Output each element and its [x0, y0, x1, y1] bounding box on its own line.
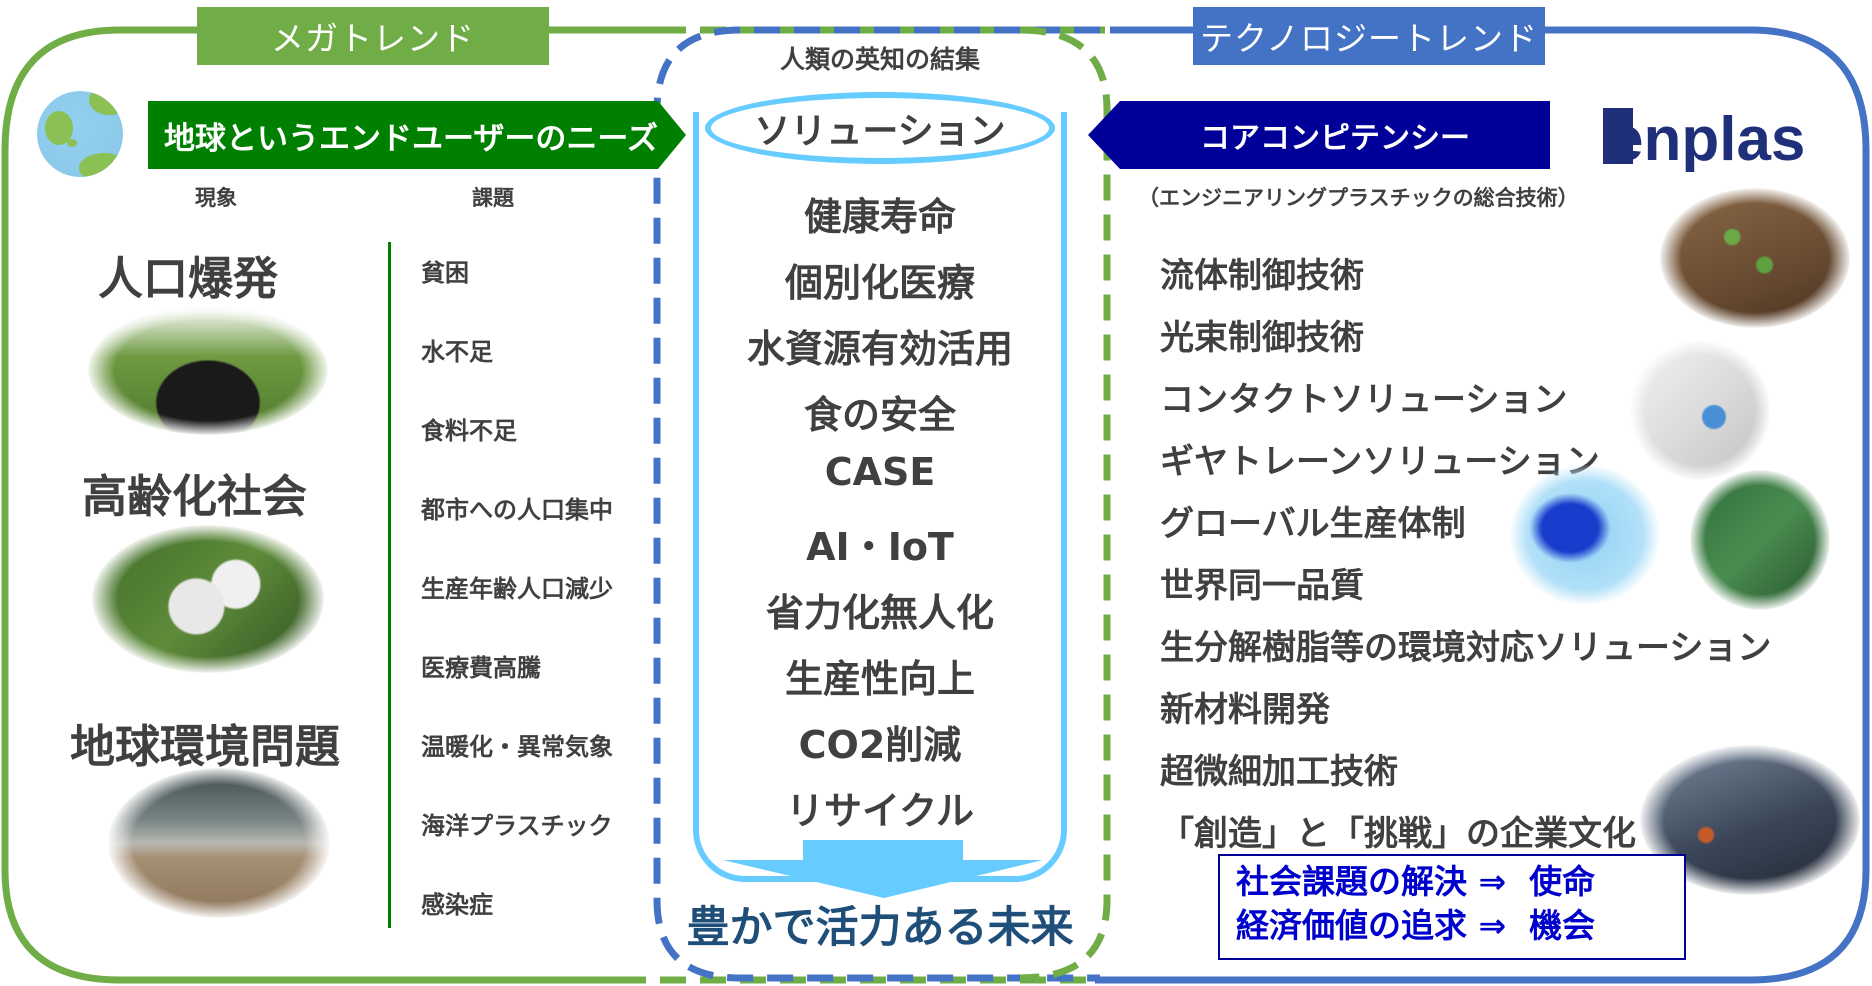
phenomenon-environment: 地球環境問題: [70, 720, 341, 773]
elderly-care-photo: [92, 525, 324, 673]
solution-item: 生産性向上: [784, 657, 975, 701]
competency-item: 流体制御技術: [1160, 256, 1364, 296]
people-around-globe-photo: [88, 305, 328, 435]
core-subtitle: （エンジニアリングプラスチックの総合技術）: [1138, 186, 1579, 210]
megatrend-frame: [1, 26, 620, 984]
competency-item: 新材料開発: [1160, 690, 1330, 730]
mission-box: 社会課題の解決 ⇒ 使命 経済価値の追求 ⇒ 機会: [1218, 854, 1686, 960]
competency-item: ギヤトレーンソリューション: [1160, 442, 1600, 482]
phenomenon-aging: 高齢化社会: [82, 470, 308, 523]
competency-item: 世界同一品質: [1160, 566, 1364, 606]
needs-arrow-icon: [658, 101, 686, 169]
water-splash-photo: [1510, 465, 1660, 605]
solution-item: CO2削減: [798, 723, 962, 767]
competency-item: 生分解樹脂等の環境対応ソリューション: [1160, 628, 1772, 668]
competency-item: コンタクトソリューション: [1160, 380, 1568, 420]
issue-item: 医療費高騰: [421, 654, 541, 682]
issue-item: 海洋プラスチック: [421, 812, 613, 840]
phenomenon-header: 現象: [195, 186, 237, 210]
competency-item: 光束制御技術: [1160, 318, 1364, 358]
core-competency-banner: コアコンピテンシー: [1120, 101, 1550, 169]
solution-item: 個別化医療: [784, 261, 975, 305]
future-label: 豊かで活力ある未来: [686, 903, 1074, 953]
drought-landscape-photo: [108, 768, 330, 918]
competency-item: グローバル生産体制: [1160, 504, 1466, 544]
farm-seedlings-photo: [1660, 188, 1850, 328]
phenomenon-population: 人口爆発: [98, 252, 279, 305]
mission-line: 社会課題の解決 ⇒ 使命: [1236, 862, 1596, 901]
issue-item: 水不足: [421, 338, 493, 366]
solution-title: ソリューション: [705, 92, 1055, 164]
enplas-logo: enplas: [1603, 105, 1805, 172]
solution-cylinder: [693, 112, 1067, 882]
solution-item: AI・IoT: [806, 525, 954, 569]
solution-item: 省力化無人化: [765, 591, 994, 635]
issue-item: 感染症: [421, 891, 493, 919]
technology-trend-label: テクノロジートレンド: [1193, 7, 1545, 65]
issue-item: 温暖化・異常気象: [421, 733, 613, 761]
issues-divider: [388, 242, 391, 928]
issue-item: 都市への人口集中: [421, 496, 613, 524]
solution-item: 健康寿命: [803, 195, 956, 239]
solution-dashed-frame-green: [1019, 26, 1111, 982]
globe-icon: [37, 91, 123, 177]
issue-item: 生産年齢人口減少: [421, 575, 613, 603]
logo-text: enplas: [1609, 105, 1805, 172]
issues-header: 課題: [472, 186, 514, 210]
solution-item: 食の安全: [803, 393, 956, 437]
lab-microscope-photo: [1630, 340, 1770, 480]
solution-item: リサイクル: [785, 789, 975, 833]
solution-item: 水資源有効活用: [746, 327, 1013, 371]
issue-item: 貧困: [421, 259, 469, 287]
solution-dashed-frame-blue: [653, 26, 1100, 982]
circuit-board-photo: [1690, 470, 1830, 610]
down-arrow-icon: [723, 840, 1043, 898]
competency-item: 「創造」と「挑戦」の企業文化: [1160, 814, 1636, 854]
mission-line: 経済価値の追求 ⇒ 機会: [1236, 906, 1596, 945]
issue-item: 食料不足: [421, 417, 517, 445]
competency-item: 超微細加工技術: [1160, 752, 1398, 792]
needs-banner: 地球というエンドユーザーのニーズ: [148, 101, 658, 169]
technology-frame: [1095, 26, 1870, 984]
wisdom-label: 人類の英知の結集: [779, 45, 980, 74]
solution-item: CASE: [824, 450, 936, 494]
megatrend-label: メガトレンド: [197, 7, 549, 65]
core-arrow-icon: [1088, 101, 1120, 169]
